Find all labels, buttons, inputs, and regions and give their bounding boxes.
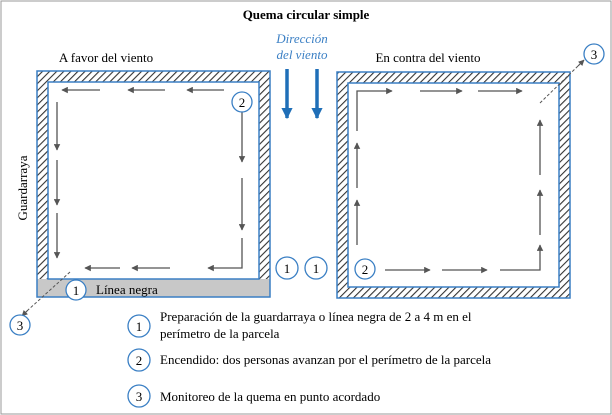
- legend-marker-3-label: 3: [136, 389, 143, 404]
- marker-3-circle: [583, 43, 605, 65]
- right-firebreak-east: [559, 72, 570, 298]
- diagram-title: Quema circular simple: [243, 7, 370, 22]
- legend-marker-2: [127, 348, 151, 372]
- marker-2-circle: [231, 91, 253, 113]
- legend-marker-1: [127, 314, 151, 338]
- arrow: [500, 244, 544, 271]
- marker-1-label: 1: [313, 261, 320, 276]
- arrow: [207, 238, 243, 272]
- left-frame-outer: [36, 70, 271, 298]
- legend-marker-3: [127, 384, 151, 408]
- right-firebreak-south: [337, 287, 570, 298]
- marker-2-circle: [354, 258, 376, 280]
- observer-arrow: [577, 59, 585, 67]
- marker-3-circle: [9, 314, 31, 336]
- left-caption: A favor del viento: [59, 50, 153, 65]
- right-plot: 2 3 En contra del viento: [336, 43, 605, 299]
- left-plot: 2 1 Línea negra 3 A favor del viento Gua…: [9, 50, 271, 336]
- legend-item-3: Monitoreo de la quema en punto acordado: [160, 389, 380, 404]
- marker-1-circle: [275, 256, 299, 280]
- marker-2-label: 2: [362, 262, 369, 277]
- right-frame-outer: [336, 71, 571, 299]
- marker-1-label: 1: [284, 261, 291, 276]
- left-frame-inner: [47, 81, 260, 280]
- marker-2-label: 2: [239, 95, 246, 110]
- left-firebreak-east: [259, 71, 270, 279]
- arrow: [356, 87, 393, 131]
- legend-marker-2-label: 2: [136, 353, 143, 368]
- legend: 1 Preparación de la guardarraya o línea …: [127, 309, 491, 408]
- black-line-label: Línea negra: [96, 282, 158, 297]
- marker-3-label: 3: [17, 318, 24, 333]
- legend-marker-1-label: 1: [136, 319, 143, 334]
- right-frame-inner: [347, 82, 560, 288]
- right-caption: En contra del viento: [375, 50, 480, 65]
- observer-line: [27, 271, 71, 311]
- right-firebreak-west: [337, 72, 348, 298]
- wind-label-line1: Dirección: [275, 31, 328, 46]
- right-firebreak-north: [337, 72, 570, 83]
- marker-3-label: 3: [591, 47, 598, 62]
- black-line-strip: [37, 279, 270, 297]
- legend-item-2: Encendido: dos personas avanzan por el p…: [160, 352, 491, 367]
- marker-1-label: 1: [73, 283, 80, 298]
- marker-1-circle: [65, 279, 87, 301]
- marker-1-circle: [304, 256, 328, 280]
- left-firebreak-west: [37, 71, 48, 279]
- observer-line: [539, 65, 579, 104]
- left-firebreak-north: [37, 71, 270, 82]
- wind-direction: Dirección del viento: [275, 31, 328, 120]
- firebreak-side-label: Guardarraya: [15, 155, 30, 220]
- legend-item-1-line1: Preparación de la guardarraya o línea ne…: [160, 309, 472, 324]
- wind-label-line2: del viento: [277, 47, 328, 62]
- legend-item-1-line2: perímetro de la parcela: [160, 326, 280, 341]
